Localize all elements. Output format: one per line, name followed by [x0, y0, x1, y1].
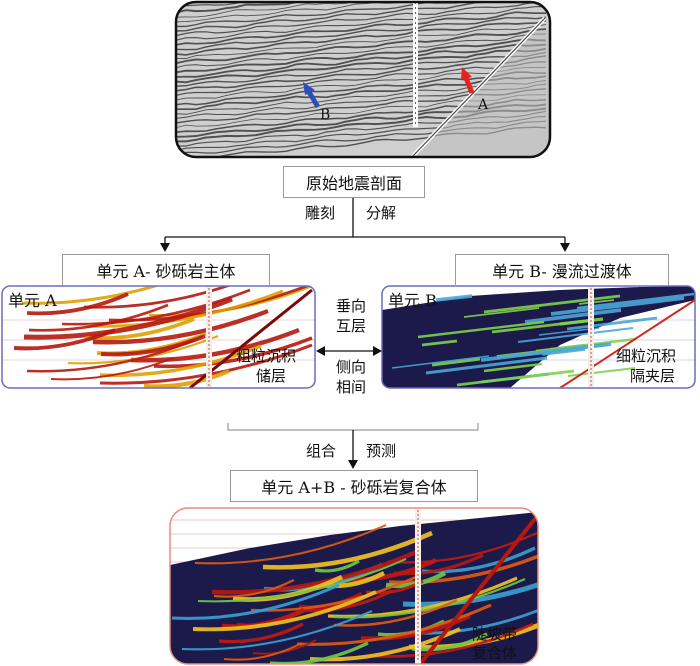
arrow-b-label: B [320, 107, 331, 123]
combined-note-1: 陡坡带 [472, 625, 518, 643]
relation-lateral: 侧向 相间 [326, 357, 376, 397]
split-label-left: 雕刻 [305, 204, 336, 222]
relation-bottom-1: 侧向 [335, 358, 366, 376]
relation-top-2: 互层 [335, 317, 366, 335]
arrow-b-icon [303, 82, 321, 109]
panel-a-note-1: 粗粒沉积 [236, 347, 297, 365]
relation-double-arrow [316, 346, 382, 356]
well-column-top [413, 2, 418, 127]
combined-box: 单元 A+B - 砂砾岩复合体 [230, 470, 478, 502]
panel-a-title: 单元 A [8, 291, 57, 310]
panel-a-note-2: 储层 [256, 367, 287, 385]
arrow-a-label: A [478, 97, 489, 113]
relation-vertical: 垂向 互层 [326, 296, 376, 336]
panel-b-note-2: 隔夹层 [630, 367, 676, 385]
original-seismic-image [176, 2, 550, 157]
split-connector [164, 197, 566, 246]
combine-connector [227, 423, 479, 431]
original-seismic-box: 原始地震剖面 [283, 166, 425, 198]
arrow-a-icon [461, 67, 475, 94]
arrowhead-right [560, 243, 570, 252]
combine-label-right: 预测 [366, 442, 397, 460]
relation-top-1: 垂向 [335, 297, 366, 315]
combined-seismic-panel [170, 508, 538, 664]
combine-label-left: 组合 [306, 442, 337, 460]
combined-note-2: 复合体 [472, 644, 518, 662]
unit-a-box: 单元 A- 砂砾岩主体 [62, 254, 270, 286]
unit-b-box: 单元 B- 漫流过渡体 [455, 254, 669, 286]
panel-b-title: 单元 B [388, 291, 437, 310]
relation-bottom-2: 相间 [335, 378, 366, 396]
arrowhead-left [160, 243, 170, 252]
unit-b-seismic-panel [382, 286, 695, 388]
panel-b-note-1: 细粒沉积 [616, 347, 677, 365]
arrowhead-down [348, 460, 358, 469]
split-label-right: 分解 [366, 204, 397, 222]
unit-a-seismic-panel [2, 286, 315, 388]
